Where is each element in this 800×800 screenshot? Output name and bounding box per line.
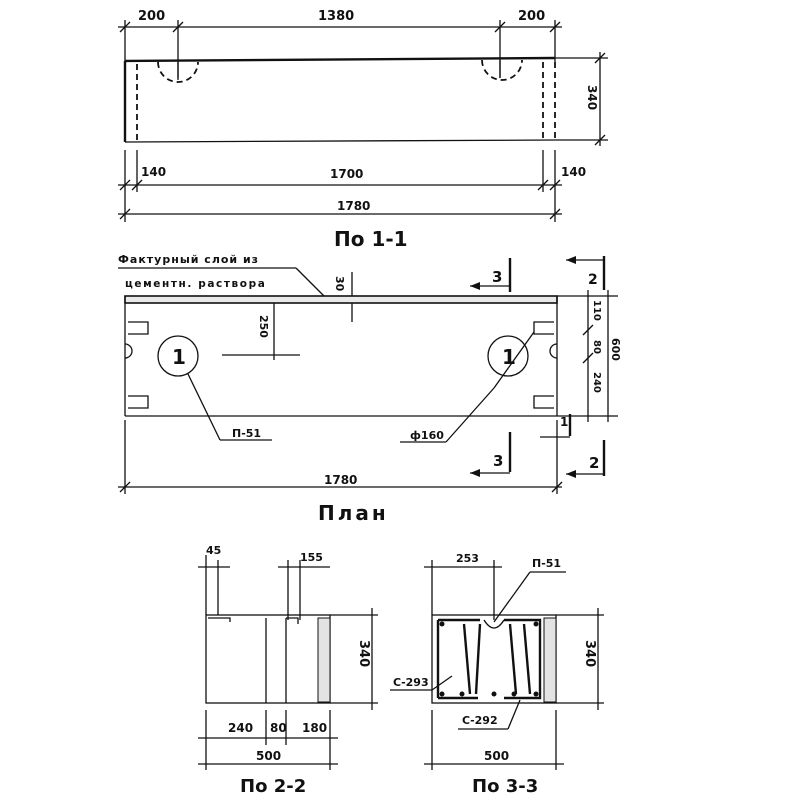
section-1-1: 200 1380 200 340 140 1700 140 xyxy=(118,9,608,251)
section-3-3-dim-340: 340 xyxy=(582,640,597,667)
note-leader xyxy=(295,267,329,301)
plan-title: План xyxy=(318,501,389,525)
rebar-stirrup-2 xyxy=(508,623,518,695)
section-2-2-title: По 2-2 xyxy=(240,776,306,797)
dim-30: 30 xyxy=(333,276,346,292)
lifting-hole-left xyxy=(157,61,199,83)
plan-view: Фактурный слой из цементн. раствора 30 2… xyxy=(118,253,622,525)
loop-plate-left-top xyxy=(128,321,149,335)
section-marker-3-bottom: 3 xyxy=(470,432,512,477)
dim-340: 340 xyxy=(585,85,599,110)
dim-1700: 1700 xyxy=(330,167,363,181)
dim-250: 250 xyxy=(257,315,270,338)
svg-text:2: 2 xyxy=(588,272,598,288)
rebar-frame-right xyxy=(504,618,542,700)
leader-phi160-top xyxy=(493,331,535,389)
callout-phi160: ф160 xyxy=(410,429,444,442)
lifting-hole-right-circle xyxy=(487,335,529,377)
section-marker-1-bottom: 1 xyxy=(540,414,572,438)
dim-180-s22: 180 xyxy=(302,721,327,735)
loop-p51-s33 xyxy=(483,619,505,629)
dim-253: 253 xyxy=(456,552,479,565)
dim-140-left: 140 xyxy=(141,165,166,179)
marker-1-left: 1 xyxy=(172,345,186,369)
callout-p51-s33: П-51 xyxy=(532,557,561,570)
dim-500-s33: 500 xyxy=(484,749,509,763)
dim-155: 155 xyxy=(300,551,323,564)
callout-s292: С-292 xyxy=(462,714,498,727)
marker-1-right: 1 xyxy=(502,345,516,369)
notch-left xyxy=(124,343,133,359)
section-2-2-dim-340: 340 xyxy=(356,640,371,667)
section-marker-3-top: 3 xyxy=(470,258,512,292)
dim-240: 240 xyxy=(591,372,602,393)
section-3-3-finish-layer xyxy=(543,617,557,703)
dim-200-left: 200 xyxy=(138,9,165,24)
note-line-2: цементн. раствора xyxy=(125,278,266,290)
dim-600: 600 xyxy=(609,338,622,361)
dim-80-s22: 80 xyxy=(270,721,287,735)
dim-140-right: 140 xyxy=(561,165,586,179)
leader-s292 xyxy=(507,699,521,730)
svg-text:2: 2 xyxy=(589,454,599,472)
plan-dim-1780: 1780 xyxy=(324,473,357,487)
callout-p51: П-51 xyxy=(232,427,261,440)
rebar-frame-left xyxy=(436,618,480,700)
beam-top-edge xyxy=(124,56,556,63)
finish-layer xyxy=(124,295,558,304)
lifting-hole-left-circle xyxy=(157,335,199,377)
section-2-2-finish-layer xyxy=(317,617,331,703)
leader-s293 xyxy=(431,675,453,691)
leader-p51 xyxy=(187,373,221,441)
section-marker-2-top: 2 xyxy=(566,256,606,290)
leader-p51-s33 xyxy=(493,571,531,623)
notch-right xyxy=(549,343,558,359)
dim-240-s22: 240 xyxy=(228,721,253,735)
loop-plate-right-bottom xyxy=(533,395,554,409)
svg-text:1: 1 xyxy=(560,415,568,429)
beam-bottom-edge xyxy=(124,139,556,143)
dim-45: 45 xyxy=(206,544,221,557)
loop-plate-right-top xyxy=(533,321,554,335)
loop-plate-left-bottom xyxy=(128,395,149,409)
dim-80: 80 xyxy=(591,340,602,354)
section-2-2-outline xyxy=(205,614,331,704)
section-marker-2-bottom: 2 xyxy=(566,440,606,478)
svg-text:3: 3 xyxy=(493,452,503,470)
section-2-2: 45 155 340 240 80 180 500 По 2-2 xyxy=(198,544,378,797)
lifting-hole-right xyxy=(481,59,523,81)
leader-phi160 xyxy=(445,387,495,443)
dim-1380: 1380 xyxy=(318,9,354,24)
section-1-1-title: По 1-1 xyxy=(334,227,408,251)
svg-text:3: 3 xyxy=(492,268,502,286)
dim-500-s22: 500 xyxy=(256,749,281,763)
section-3-3: 253 П-51 340 С-293 С-292 500 xyxy=(390,552,604,797)
dim-1780: 1780 xyxy=(337,199,370,213)
note-line-1: Фактурный слой из xyxy=(118,253,259,266)
dim-110: 110 xyxy=(591,300,602,321)
dim-200-right: 200 xyxy=(518,9,545,24)
rebar-stirrup-1 xyxy=(462,623,472,695)
section-3-3-title: По 3-3 xyxy=(472,776,538,797)
callout-s293: С-293 xyxy=(393,676,429,689)
